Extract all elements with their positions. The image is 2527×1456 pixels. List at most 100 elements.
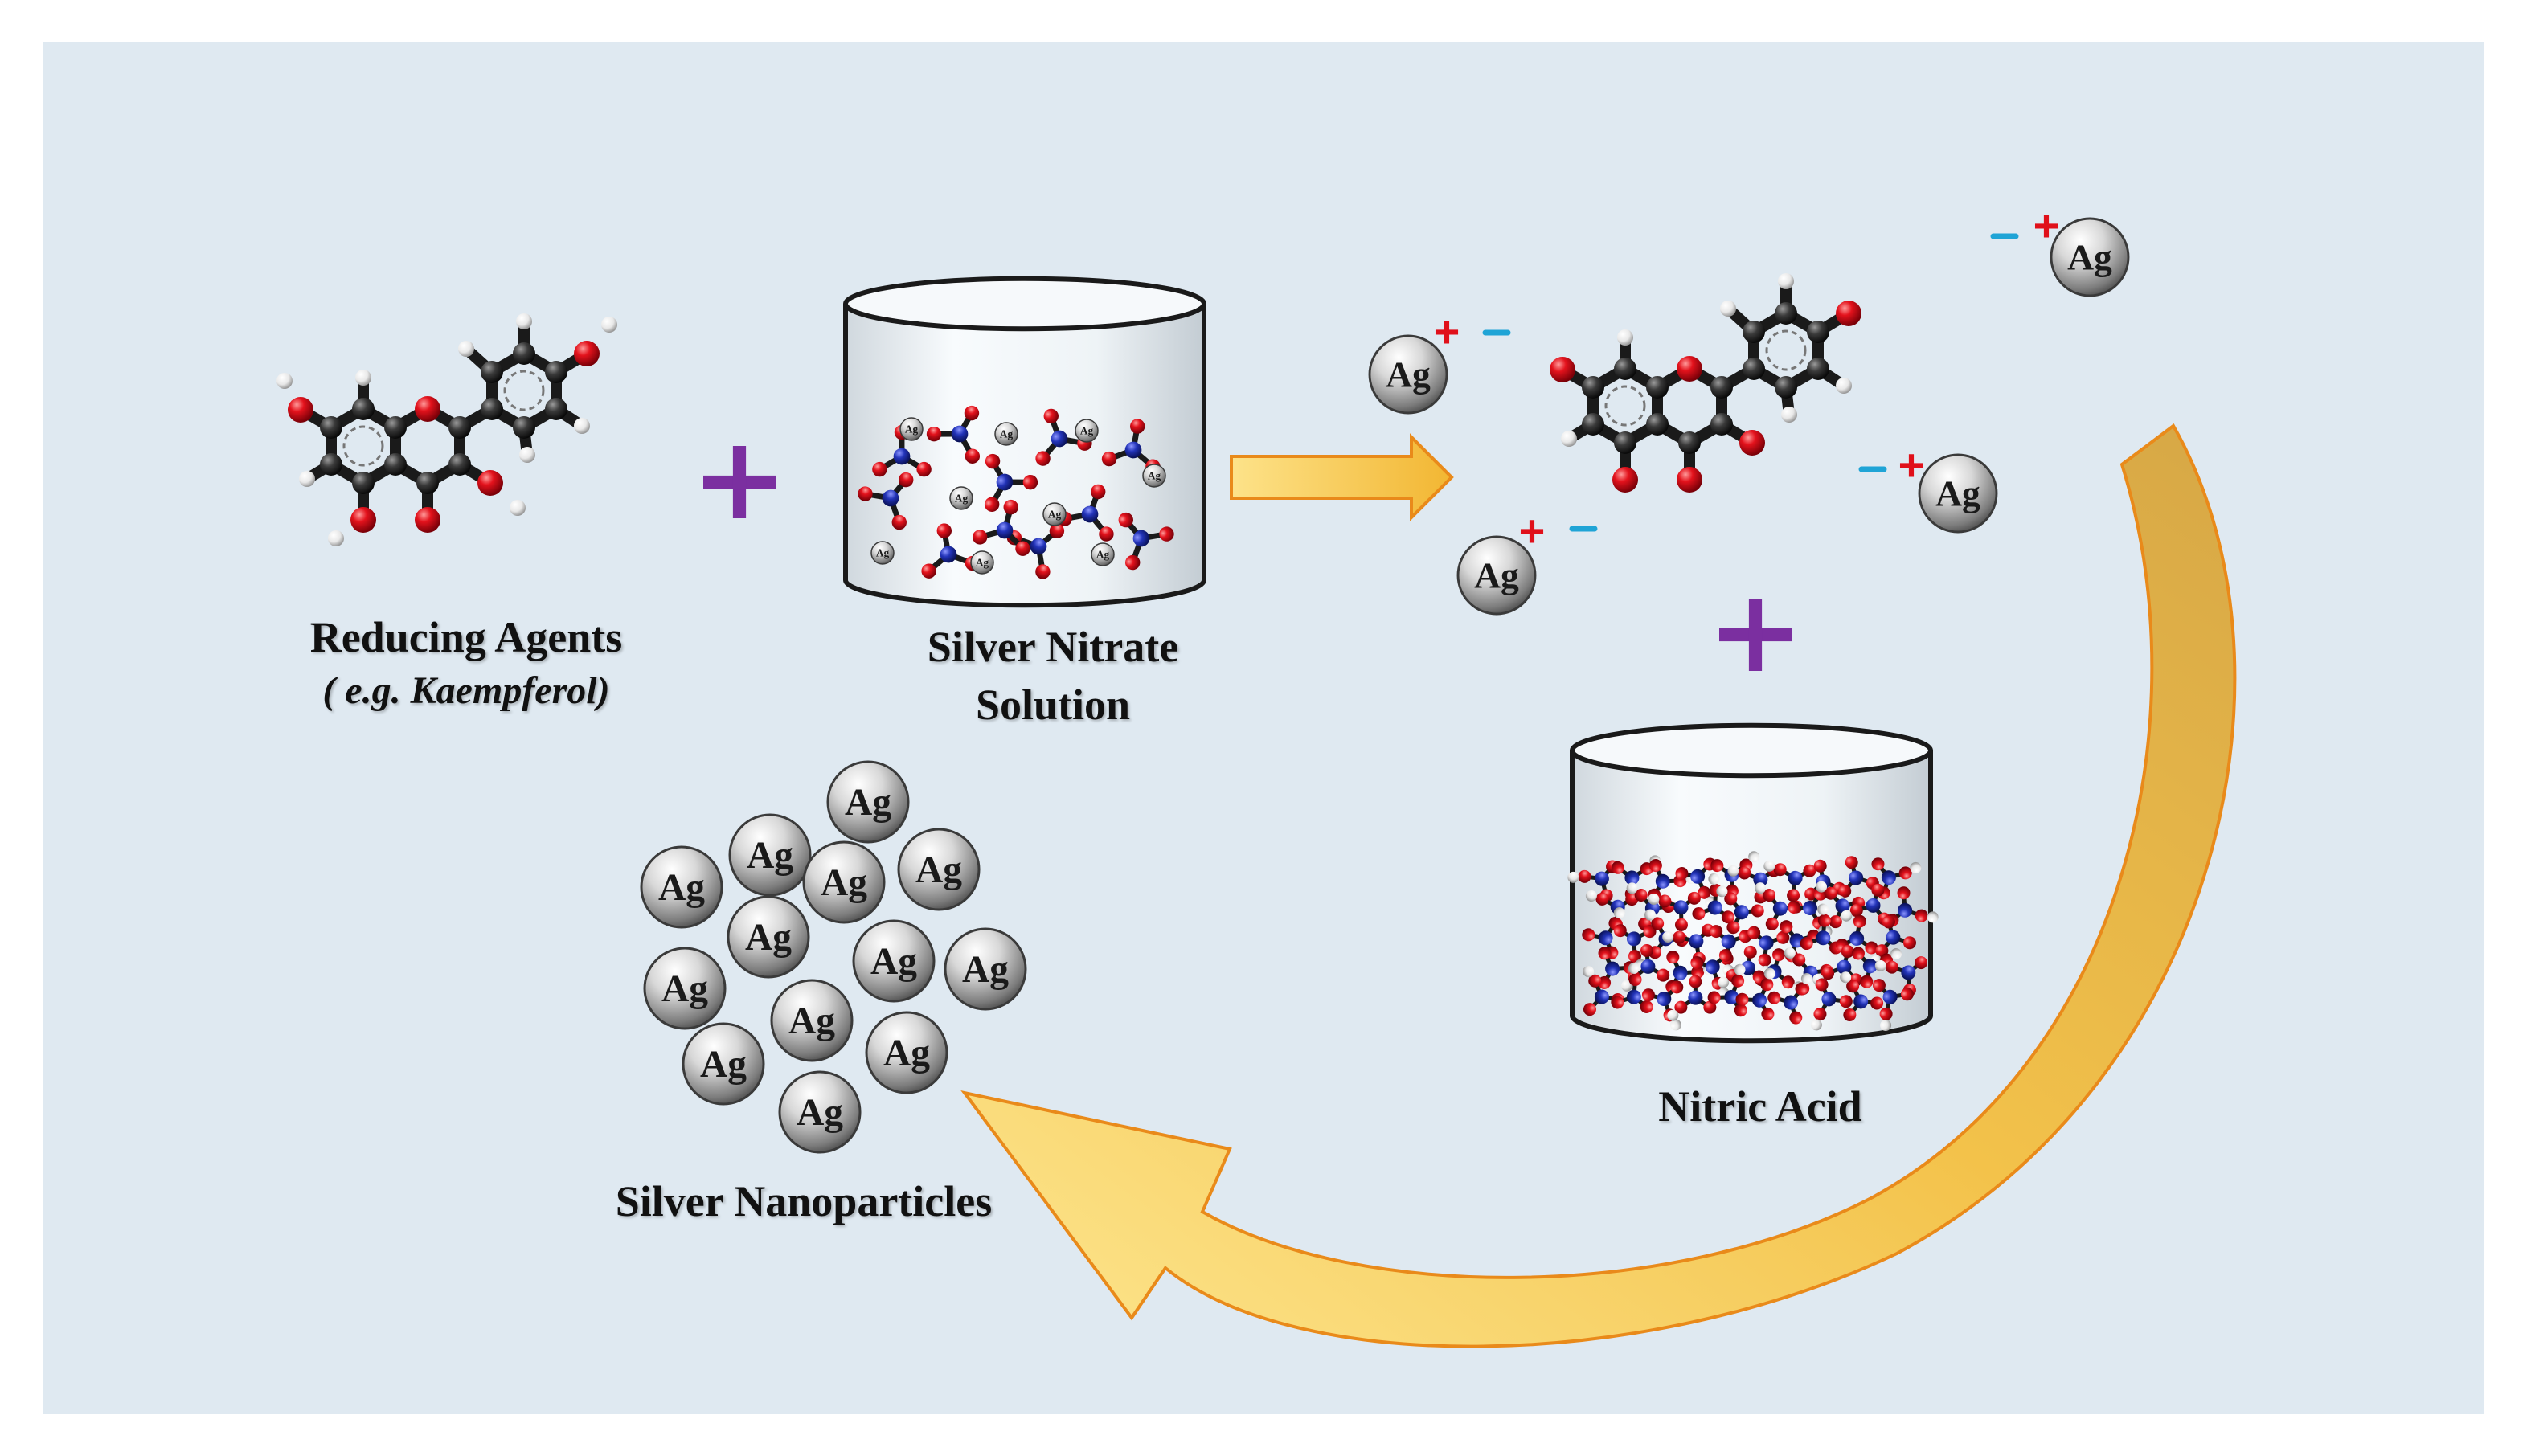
oxygen-atom — [1772, 948, 1786, 962]
arrows-layer — [960, 423, 2237, 1348]
silver-sphere-icon: Ag — [727, 895, 810, 979]
oxygen-atom — [1692, 907, 1706, 921]
oxygen-atom — [1813, 859, 1827, 873]
hydrogen-atom — [1874, 959, 1886, 971]
silver-symbol: Ag — [883, 1033, 930, 1074]
oxygen-atom — [1734, 1004, 1747, 1017]
nitrogen-atom — [1752, 992, 1767, 1008]
oxygen-atom — [415, 507, 440, 533]
nitrogen-atom — [1624, 870, 1640, 885]
oxygen-atom — [288, 397, 313, 423]
hydrogen-atom — [1561, 431, 1577, 447]
aromatic-ring — [1765, 329, 1807, 371]
oxygen-atom — [1787, 889, 1800, 902]
oxygen-atom — [1726, 921, 1740, 935]
silver-symbol: Ag — [976, 556, 989, 568]
silver-symbol: Ag — [845, 782, 891, 824]
oxygen-atom — [477, 470, 503, 496]
nitrogen-atom — [1705, 959, 1720, 975]
hydrogen-atom — [1583, 966, 1595, 978]
oxygen-atom — [1091, 484, 1106, 500]
silver-nitrate-label-line1: Silver Nitrate — [927, 623, 1179, 671]
nitrate-ion — [972, 499, 1030, 556]
nitrogen-atom — [1626, 989, 1641, 1004]
hydrogen-atom — [1708, 873, 1720, 885]
nitrogen-atom — [1124, 441, 1142, 459]
oxygen-atom — [1765, 917, 1779, 930]
oxygen-atom — [1670, 980, 1684, 994]
beaker-rim — [1570, 722, 1933, 779]
oxygen-atom — [1860, 975, 1874, 988]
oxygen-atom — [1851, 947, 1865, 960]
oxygen-atom — [1640, 943, 1654, 957]
plus-bar — [732, 446, 747, 518]
carbon-atom — [448, 453, 471, 476]
nitrogen-atom — [1886, 930, 1901, 945]
nitrogen-atom — [1901, 965, 1916, 980]
reaction-arrow-icon — [1230, 433, 1454, 521]
silver-symbol: Ag — [661, 968, 708, 1010]
hydrogen-atom — [1727, 865, 1739, 877]
silver-sphere — [865, 1011, 948, 1094]
oxygen-atom — [1900, 988, 1914, 1001]
carbon-atom — [1678, 431, 1701, 454]
nitrogen-atom — [1594, 871, 1609, 886]
silver-symbol: Ag — [1386, 354, 1431, 395]
silver-sphere-icon: Ag — [970, 550, 994, 575]
silver-nitrate-label-line2: Solution — [975, 681, 1131, 729]
hydrogen-atom — [516, 313, 532, 329]
oxygen-atom — [1915, 956, 1928, 970]
hydrogen-atom — [574, 418, 590, 434]
oxygen-atom — [1035, 451, 1051, 466]
silver-sphere-icon: Ag — [1142, 464, 1166, 488]
oxygen-atom — [1677, 356, 1702, 382]
aromatic-ring — [1604, 385, 1646, 427]
carbon-atom — [1582, 413, 1604, 436]
hydrogen-atom — [1585, 890, 1597, 902]
oxygen-atom — [964, 405, 980, 421]
nitric-acid-beaker-icon — [1567, 722, 1939, 1044]
oxygen-atom — [1710, 925, 1723, 939]
silver-sphere — [949, 486, 973, 510]
nitric-acid-molecule — [1763, 860, 1816, 902]
oxygen-atom — [1666, 951, 1680, 964]
oxygen-atom — [1628, 973, 1642, 987]
nitrogen-atom — [1862, 959, 1878, 974]
nitrogen-atom — [1784, 995, 1799, 1010]
nitrogen-atom — [893, 448, 911, 465]
carbon-atom — [1775, 376, 1797, 399]
hydrogen-atom — [1763, 860, 1775, 872]
nitrogen-atom — [1734, 905, 1749, 920]
carbon-atom — [1582, 376, 1604, 399]
oxygen-atom — [1872, 979, 1886, 992]
silver-sphere-icon: Ag — [944, 927, 1027, 1011]
nitrogen-atom — [1753, 872, 1768, 887]
nitric-acid-molecule — [1886, 886, 1939, 927]
nitric-acid-molecule — [1735, 967, 1775, 1020]
nitrogen-atom — [1598, 930, 1613, 946]
nitrogen-atom — [1030, 538, 1047, 555]
hydrogen-atom — [510, 500, 526, 516]
oxygen-atom — [926, 426, 942, 442]
oxygen-atom — [1582, 928, 1595, 942]
silver-sphere-icon: Ag — [994, 422, 1018, 446]
nitrogen-atom — [951, 425, 969, 443]
hydrogen-atom — [458, 341, 474, 357]
nitrogen-atom — [1759, 935, 1774, 951]
silver-sphere-icon: Ag — [897, 828, 981, 911]
oxygen-atom — [1101, 451, 1117, 467]
silver-sphere-icon: Ag — [949, 486, 973, 510]
positive-charge: + — [1519, 505, 1546, 556]
oxygen-atom — [1698, 885, 1711, 899]
oxygen-atom — [1643, 925, 1657, 939]
nitrogen-atom — [1721, 934, 1736, 949]
oxygen-atom — [1612, 467, 1638, 493]
oxygen-atom — [1838, 884, 1852, 898]
kaempferol-molecule-icon — [276, 313, 617, 546]
kaempferol-example-label: ( e.g. Kaempferol) — [322, 669, 610, 712]
carbon-atom — [481, 361, 503, 383]
silver-sphere — [643, 947, 727, 1030]
nitric-acid-molecule — [1567, 860, 1620, 902]
nitric-acid-molecule — [1872, 979, 1914, 1031]
nitric-acid-molecule — [1840, 971, 1884, 1022]
